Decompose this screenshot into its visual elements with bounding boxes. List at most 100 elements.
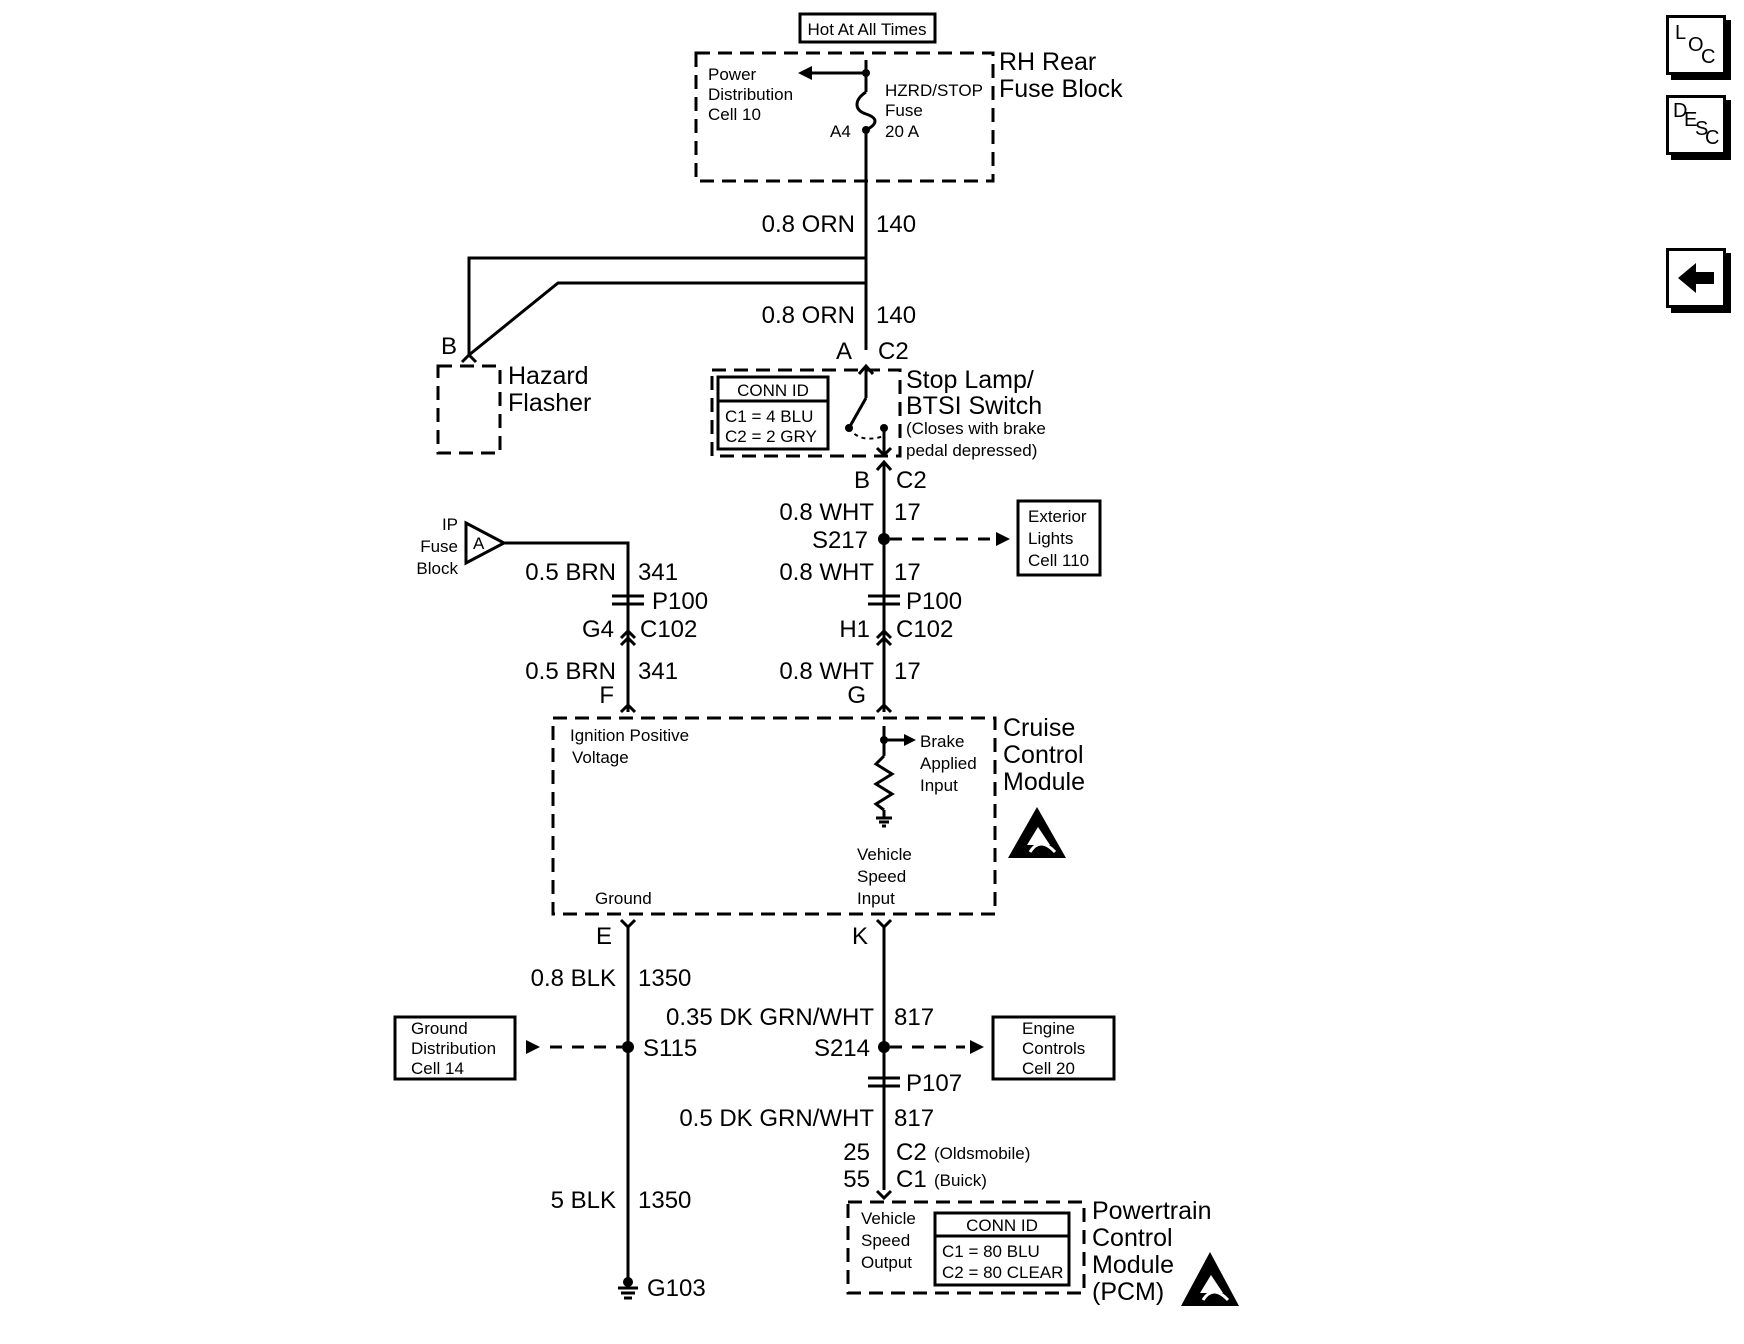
- ground-distribution-ref-2: Distribution: [411, 1039, 496, 1058]
- description-letter-c: C: [1705, 127, 1720, 149]
- p100-connector-wht: [868, 594, 900, 606]
- orn-circuit-label-1: 140: [876, 211, 916, 238]
- description-button[interactable]: D E S C: [1666, 95, 1726, 155]
- stop-switch-note-2: pedal depressed): [906, 441, 1037, 460]
- stop-switch-note: (Closes with brake: [906, 419, 1046, 438]
- pcm-name-3: Module: [1092, 1251, 1174, 1279]
- fuse-rating: 20 A: [885, 122, 920, 141]
- exterior-lights-box: [1016, 499, 1102, 577]
- brake-input-label-2: Applied: [920, 754, 977, 773]
- stop-switch-pin-top: A: [836, 338, 852, 365]
- stop-switch-conn-id-title: CONN ID: [737, 381, 809, 400]
- fuse-pin: A4: [830, 122, 851, 141]
- ip-fuse-block-label-3: Block: [416, 559, 458, 578]
- g4-pin-label: G4: [582, 616, 614, 643]
- f-pin-label: F: [599, 682, 614, 709]
- power-distribution-ref-3: Cell 10: [708, 105, 761, 124]
- back-button[interactable]: [1666, 248, 1726, 308]
- fuse-name-2: Fuse: [885, 101, 923, 120]
- stop-switch-name-2: BTSI Switch: [906, 392, 1042, 420]
- brake-switch-symbol: [847, 363, 893, 458]
- brn-gauge-label-1: 0.5 BRN: [525, 559, 616, 586]
- stop-switch-conn-bottom: C2: [896, 467, 927, 494]
- exterior-lights-ref: Exterior: [1028, 507, 1087, 526]
- c102-label-brn: C102: [640, 616, 697, 643]
- engine-controls-ref: Engine: [1022, 1019, 1075, 1038]
- location-letter-l: L: [1675, 22, 1687, 44]
- s115-label: S115: [643, 1035, 697, 1062]
- cruise-module-outline: [551, 716, 997, 916]
- brake-input-label: Brake: [920, 732, 964, 751]
- description-letter-e: E: [1684, 109, 1698, 131]
- pcm-outline: [846, 1200, 1086, 1295]
- wht-gauge-label-1: 0.8 WHT: [779, 499, 874, 526]
- vss-input-label: Vehicle: [857, 845, 912, 864]
- fuse-top-dot: [862, 69, 870, 77]
- stop-switch-conn-top: C2: [878, 338, 909, 365]
- stop-switch-conn-c1: C1 = 4 BLU: [725, 407, 813, 426]
- engine-controls-ref-3: Cell 20: [1022, 1059, 1075, 1078]
- hazard-flasher-outline: [436, 364, 502, 455]
- engine-controls-ref-2: Controls: [1022, 1039, 1085, 1058]
- hazard-flasher-name-2: Flasher: [508, 389, 591, 417]
- brn-gauge-label-2: 0.5 BRN: [525, 658, 616, 685]
- location-letter-c: C: [1701, 46, 1716, 68]
- pcm-conn-id-box: [933, 1211, 1071, 1287]
- pcm-c1-pin: 55: [843, 1166, 870, 1193]
- ground-symbol-icon: [618, 1286, 638, 1300]
- pcm-c1-conn: C1: [896, 1166, 927, 1193]
- ip-fuse-block-label: IP: [442, 515, 458, 534]
- s217-splice: [878, 533, 890, 545]
- description-letter-s: S: [1695, 118, 1709, 140]
- ignition-voltage-label: Ignition Positive: [570, 726, 689, 745]
- wht-circuit-label-2: 17: [894, 559, 921, 586]
- vss-output-label-3: Output: [861, 1253, 912, 1272]
- p100-label-brn: P100: [652, 588, 708, 615]
- ground-distribution-arrow: [526, 1040, 540, 1054]
- rh-fuse-block-name: RH Rear: [999, 48, 1096, 76]
- location-letter-o: O: [1688, 34, 1704, 56]
- ip-fuse-block-triangle: [464, 520, 508, 566]
- ip-fuse-block-pin: A: [473, 534, 485, 553]
- brn-circuit-label-2: 341: [638, 658, 678, 685]
- pcm-name-2: Control: [1092, 1224, 1173, 1252]
- c102-label-wht: C102: [896, 616, 953, 643]
- orn-circuit-label-2: 140: [876, 302, 916, 329]
- ignition-voltage-label-2: Voltage: [572, 748, 629, 767]
- rh-fuse-block-name-2: Fuse Block: [999, 75, 1123, 103]
- esd-warning-icon-pcm: [1181, 1252, 1239, 1306]
- stop-switch-conn-c2: C2 = 2 GRY: [725, 427, 817, 446]
- hot-at-all-times-label: Hot At All Times: [807, 20, 926, 39]
- description-letter-d: D: [1673, 100, 1688, 122]
- stop-switch-pin-bottom: B: [854, 467, 870, 494]
- rh-fuse-block-outline: [694, 51, 995, 183]
- brn-wire: [504, 541, 630, 712]
- vss-output-label: Vehicle: [861, 1209, 916, 1228]
- orn-gauge-label-1: 0.8 ORN: [762, 211, 855, 238]
- s217-label: S217: [812, 527, 868, 554]
- ground-input-label: Ground: [595, 889, 652, 908]
- k-pin-label: K: [852, 923, 868, 950]
- wht-circuit-label-1: 17: [894, 499, 921, 526]
- blk-gauge-label: 0.8 BLK: [531, 965, 616, 992]
- blk5-gauge-label: 5 BLK: [551, 1187, 616, 1214]
- blk5-circuit-label: 1350: [638, 1187, 691, 1214]
- exterior-lights-ref-3: Cell 110: [1028, 551, 1089, 570]
- grn-gauge-label-1: 0.35 DK GRN/WHT: [666, 1004, 874, 1031]
- hazard-flasher-connector: [460, 352, 478, 364]
- fuse-name: HZRD/STOP: [885, 81, 983, 100]
- location-button[interactable]: L O C: [1666, 15, 1726, 75]
- s115-splice: [622, 1041, 634, 1053]
- e-pin-label: E: [596, 923, 612, 950]
- orn-wire: [467, 130, 868, 357]
- exterior-lights-arrow: [996, 532, 1010, 546]
- grn-gauge-label-2: 0.5 DK GRN/WHT: [679, 1105, 874, 1132]
- g103-label: G103: [647, 1275, 706, 1302]
- engine-controls-arrow: [970, 1040, 984, 1054]
- cruise-module-name-3: Module: [1003, 768, 1085, 796]
- stop-switch-name: Stop Lamp/: [906, 366, 1034, 394]
- engine-controls-box: [991, 1015, 1116, 1081]
- hazard-flasher-pin: B: [441, 333, 457, 360]
- pcm-conn-id-title: CONN ID: [966, 1216, 1038, 1235]
